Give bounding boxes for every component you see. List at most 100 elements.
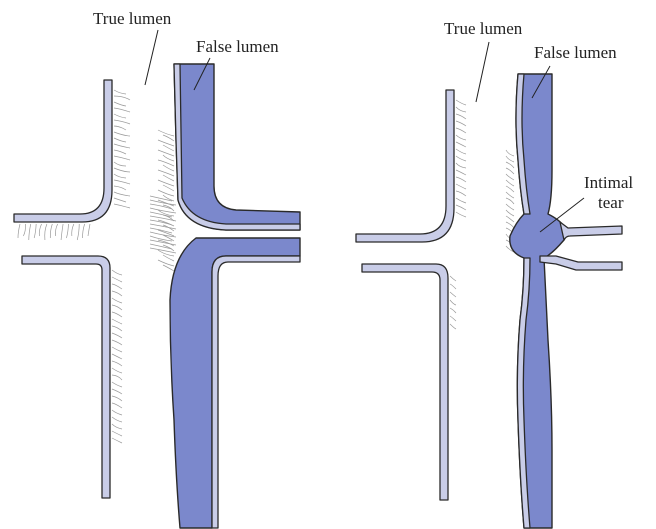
fringe-stroke (29, 224, 31, 240)
fringe-stroke (456, 156, 466, 161)
fringe-stroke (114, 168, 130, 172)
intimal-tear-label-line2: tear (598, 193, 624, 212)
fringe-stroke (114, 186, 126, 190)
fringe-stroke (18, 224, 20, 238)
left-true-lumen-leader (145, 30, 158, 85)
right-lower-branch (540, 256, 622, 270)
left-false-lumen-lower (170, 238, 300, 528)
fringe-stroke (112, 417, 122, 422)
left-false-lumen-lower-lining (212, 256, 300, 528)
fringe-stroke (456, 142, 466, 147)
fringe-stroke (450, 292, 456, 297)
fringe-stroke (163, 185, 174, 191)
fringe-stroke (112, 403, 122, 408)
fringe-stroke (114, 174, 126, 178)
intimal-tear-label-line1: Intimal (584, 173, 633, 192)
fringe-stroke (158, 150, 174, 156)
fringe-stroke (112, 312, 122, 317)
fringe-stroke (158, 180, 174, 186)
fringe-stroke (55, 224, 57, 236)
fringe-stroke (456, 107, 466, 112)
fringe-stroke (456, 212, 466, 217)
fringe-stroke (506, 162, 514, 168)
left-true-lumen-label: True lumen (93, 9, 172, 28)
fringe-stroke (506, 168, 514, 174)
fringe-stroke (34, 224, 36, 238)
fringe-stroke (112, 354, 122, 359)
fringe-stroke (506, 174, 514, 180)
fringe-stroke (506, 156, 514, 162)
fringe-stroke (114, 102, 126, 106)
fringe-stroke (50, 224, 52, 238)
fringe-stroke (23, 224, 25, 236)
fringe-stroke (112, 277, 122, 282)
fringe-stroke (114, 198, 126, 202)
fringe-stroke (112, 326, 122, 331)
fringe-stroke (83, 224, 85, 238)
fringe-stroke (114, 132, 130, 136)
right-panel: True lumen False lumen Intimal tear (356, 19, 633, 528)
fringe-stroke (112, 340, 122, 345)
left-false-lumen-upper (174, 64, 300, 230)
fringe-stroke (450, 276, 456, 281)
fringe-stroke (163, 145, 174, 151)
right-upper-branch (560, 222, 622, 240)
fringe-stroke (150, 228, 172, 233)
fringe-stroke (114, 144, 130, 148)
fringe-stroke (158, 190, 174, 196)
fringe-stroke (506, 180, 514, 186)
fringe-stroke (114, 156, 130, 160)
fringe-stroke (150, 248, 176, 253)
right-vessel-wall-lower (362, 264, 448, 500)
fringe-stroke (506, 204, 514, 210)
fringe-stroke (456, 100, 466, 105)
fringe-stroke (150, 216, 176, 221)
fringe-stroke (150, 200, 176, 205)
fringe-stroke (66, 224, 68, 238)
left-fringe-lines (18, 90, 176, 443)
fringe-stroke (114, 150, 126, 154)
fringe-stroke (506, 216, 514, 222)
fringe-stroke (112, 305, 122, 310)
fringe-stroke (114, 126, 126, 130)
fringe-stroke (112, 333, 122, 338)
fringe-stroke (163, 165, 174, 171)
fringe-stroke (456, 135, 466, 140)
fringe-stroke (45, 224, 47, 240)
fringe-stroke (61, 224, 63, 240)
fringe-stroke (112, 438, 122, 443)
right-true-lumen-leader (476, 42, 489, 102)
left-false-lumen-label: False lumen (196, 37, 279, 56)
fringe-stroke (114, 90, 126, 94)
fringe-stroke (158, 260, 174, 266)
fringe-stroke (112, 431, 122, 436)
fringe-stroke (112, 319, 122, 324)
fringe-stroke (506, 198, 514, 204)
fringe-stroke (112, 368, 122, 373)
fringe-stroke (72, 224, 74, 236)
fringe-stroke (112, 298, 122, 303)
fringe-stroke (112, 410, 122, 415)
fringe-stroke (450, 300, 456, 305)
fringe-stroke (163, 175, 174, 181)
fringe-stroke (114, 138, 126, 142)
fringe-stroke (450, 316, 456, 321)
fringe-stroke (158, 140, 174, 146)
fringe-stroke (450, 284, 456, 289)
fringe-stroke (39, 224, 41, 236)
fringe-stroke (158, 210, 174, 216)
fringe-stroke (114, 96, 130, 100)
fringe-stroke (456, 149, 466, 154)
fringe-stroke (112, 375, 122, 380)
fringe-stroke (112, 424, 122, 429)
fringe-stroke (450, 324, 456, 329)
fringe-stroke (456, 128, 466, 133)
fringe-stroke (158, 160, 174, 166)
fringe-stroke (506, 222, 514, 228)
fringe-stroke (112, 382, 122, 387)
left-panel: True lumen False lumen (14, 9, 300, 528)
fringe-stroke (112, 347, 122, 352)
fringe-stroke (456, 121, 466, 126)
fringe-stroke (506, 210, 514, 216)
